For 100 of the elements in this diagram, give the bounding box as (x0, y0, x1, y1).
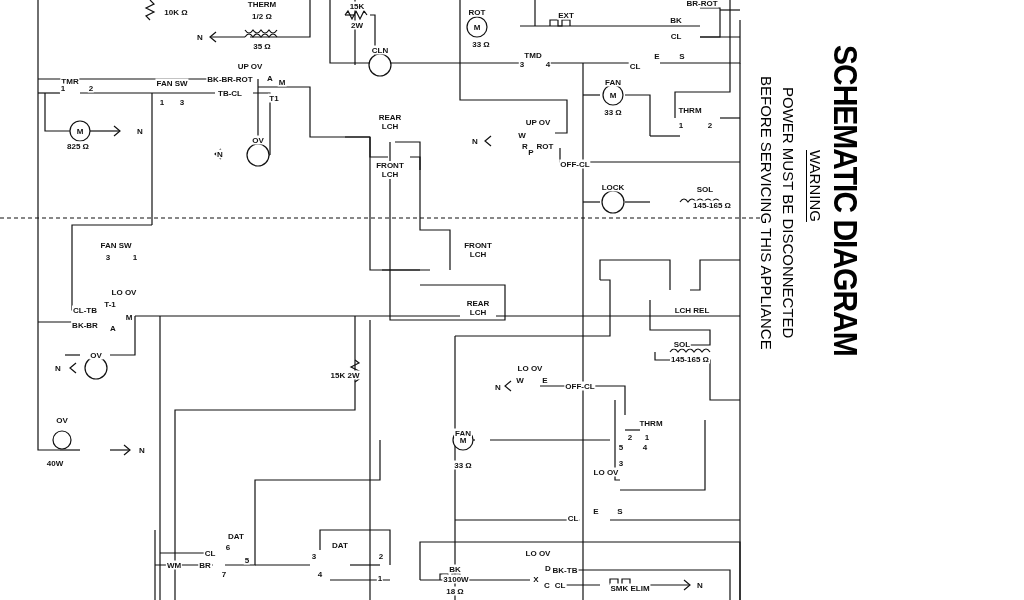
component-label: P (527, 147, 535, 157)
component-label: LO OV (524, 548, 552, 558)
component-label: 1/2 Ω (251, 11, 273, 21)
component-label: 1 (376, 573, 384, 583)
component-label: 15K 2W (329, 370, 361, 380)
component-label: UP OV (236, 61, 264, 71)
component-label: TMD (523, 50, 543, 60)
component-label: LCH REL (673, 305, 711, 315)
component-label: X (532, 574, 540, 584)
component-label: 3 (518, 59, 526, 69)
component-label: 3 (104, 252, 112, 262)
component-label: TMR (60, 76, 80, 86)
component-label: 145-165 Ω (692, 200, 732, 210)
component-label: 3 (178, 97, 186, 107)
component-label: BK-BR-ROT (206, 74, 254, 84)
component-label: 1 (158, 97, 166, 107)
component-label: DAT (227, 531, 245, 541)
component-label: LO OV (110, 287, 138, 297)
component-label: 4 (544, 59, 552, 69)
component-label: 1 (59, 83, 67, 93)
diagram-title: SCHEMATIC DIAGRAM (826, 45, 864, 356)
component-label: S (678, 51, 686, 61)
component-label: 6 (224, 542, 232, 552)
component-label: E (653, 51, 661, 61)
component-label: BK-BR (71, 320, 99, 330)
component-label: CL (553, 580, 567, 590)
component-label: CL-TB (72, 305, 98, 315)
component-label: BK (669, 15, 683, 25)
component-label: 40W (45, 458, 65, 468)
component-label: OV (55, 415, 69, 425)
component-label: BK (448, 564, 462, 574)
component-label: W (517, 130, 527, 140)
component-label: 33 Ω (471, 39, 491, 49)
component-label: M (124, 312, 134, 322)
component-label: 15K (348, 1, 366, 11)
component-label: N (196, 32, 204, 42)
component-label: M (277, 77, 287, 87)
component-label: CLN (370, 45, 390, 55)
component-label: E (541, 375, 549, 385)
component-label: WM (165, 560, 183, 570)
component-label: M (608, 90, 618, 100)
component-label: A (266, 73, 274, 83)
component-label: M (75, 126, 85, 136)
component-label: BR (198, 560, 212, 570)
warning-text: POWER MUST BE DISCONNECTED BEFORE SERVICING THIS APPLIANCE (757, 74, 798, 352)
component-label: OV (251, 135, 265, 145)
component-label: FAN (604, 77, 622, 87)
component-label: EXT (557, 10, 575, 20)
component-label: FAN SW (99, 240, 133, 250)
component-label: 18 Ω (445, 586, 465, 596)
component-label: THRM (638, 418, 664, 428)
component-label: LO OV (592, 467, 620, 477)
component-label: LO OV (516, 363, 544, 373)
component-label: N (216, 149, 224, 159)
component-label: N (138, 445, 146, 455)
component-label: W (515, 375, 525, 385)
component-label: 3 (617, 458, 625, 468)
component-label: THERM (246, 0, 278, 9)
component-label: A (109, 323, 117, 333)
component-label: BK-TB (551, 565, 579, 575)
component-label: REAR LCH (460, 299, 496, 317)
component-label: 825 Ω (66, 141, 90, 151)
component-label: 4 (641, 442, 649, 452)
component-label: N (136, 126, 144, 136)
component-label: DAT (331, 540, 349, 550)
component-label: 33 Ω (453, 460, 473, 470)
component-label: R (521, 141, 529, 151)
component-label: CL (669, 31, 683, 41)
component-label: 2 (706, 120, 714, 130)
component-label: UP OV (524, 117, 552, 127)
component-label: 10K Ω (163, 7, 189, 17)
component-label: 2 (87, 83, 95, 93)
component-label: CL (203, 548, 217, 558)
component-label: ROT (535, 141, 555, 151)
component-label: CL (566, 513, 580, 523)
component-label: 4 (316, 569, 324, 579)
component-label: 5 (617, 442, 625, 452)
component-label: T1 (268, 93, 280, 103)
component-label: TB-CL (217, 88, 243, 98)
component-label: E (592, 506, 600, 516)
component-label: 35 Ω (252, 41, 272, 51)
component-label: 5 (243, 555, 251, 565)
component-label: SOL (695, 184, 715, 194)
component-label: 3100W (442, 574, 470, 584)
component-label: OFF-CL (564, 381, 596, 391)
component-label: CL (628, 61, 642, 71)
component-label: 2 (626, 432, 634, 442)
warning-heading: WARNING (806, 150, 824, 222)
component-label: 2 (377, 551, 385, 561)
component-label: 7 (220, 569, 228, 579)
component-label: 2W (350, 20, 364, 30)
component-label: 145-165 Ω (670, 354, 710, 364)
component-label: LOCK (600, 182, 626, 192)
component-label: 1 (677, 120, 685, 130)
component-label: BR-ROT (685, 0, 719, 8)
component-label: M (458, 435, 468, 445)
component-label: THRM (677, 105, 703, 115)
component-label: N (471, 136, 479, 146)
component-label: N (54, 363, 62, 373)
component-label: N (696, 580, 704, 590)
